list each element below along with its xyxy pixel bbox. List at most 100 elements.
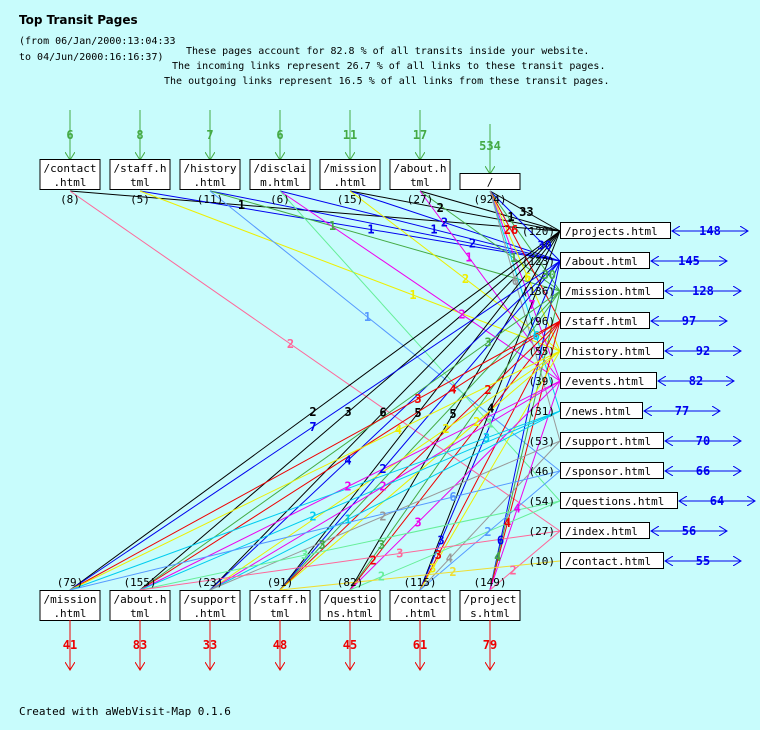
entry-page-node[interactable]: /534(924) [459, 124, 521, 206]
exit-page-node[interactable]: /mission.html(79)41 [39, 576, 101, 670]
transit-page-node[interactable]: /index.html(27)56 [529, 522, 728, 539]
page-box[interactable] [39, 159, 101, 190]
transit-page-node[interactable]: /events.html(39)82 [529, 372, 735, 389]
page-box[interactable] [560, 282, 664, 299]
page-box[interactable] [389, 159, 451, 190]
edge-count-label: 3 [414, 392, 421, 406]
edge-count-label: 33 [519, 205, 533, 219]
outgoing-edge [489, 290, 561, 591]
transit-page-node[interactable]: /projects.html(120)148 [522, 222, 748, 239]
exit-page-node[interactable]: /contact.html(115)61 [389, 576, 451, 670]
page-name: m.html [260, 176, 300, 189]
page-name: s.html [470, 607, 510, 620]
visit-count: (91) [267, 576, 294, 589]
page-box[interactable] [109, 159, 171, 190]
transit-page-node[interactable]: /contact.html(10)55 [529, 552, 742, 569]
edge-count-label: 3 [344, 405, 351, 419]
page-box[interactable] [249, 159, 311, 190]
page-name: .html [193, 607, 226, 620]
page-name: /history [184, 162, 237, 175]
edge-count-label: 4 [395, 423, 402, 437]
incoming-count: 6 [276, 128, 283, 142]
exit-page-node[interactable]: /support.html(23)33 [179, 576, 241, 670]
page-box[interactable] [560, 462, 664, 479]
page-name: .html [333, 176, 366, 189]
page-name: /staff.h [254, 593, 307, 606]
visit-count: (31) [529, 405, 556, 418]
exit-page-node[interactable]: /staff.html(91)48 [249, 576, 311, 670]
visit-count: (55) [529, 345, 556, 358]
visit-count: (96) [529, 315, 556, 328]
page-title: Top Transit Pages [19, 13, 138, 27]
transit-page-node[interactable]: /mission.html(136)128 [522, 282, 741, 299]
edge-count-label: 2 [442, 422, 449, 436]
page-box[interactable] [560, 372, 657, 389]
page-box[interactable] [319, 159, 381, 190]
page-name: /news.html [565, 405, 631, 418]
page-name: /contact [44, 162, 97, 175]
transit-page-node[interactable]: /news.html(31)77 [529, 402, 721, 419]
edge-count-label: 4 [504, 516, 511, 530]
transit-page-node[interactable]: /questions.html(54)64 [529, 492, 756, 509]
page-box[interactable] [560, 552, 664, 569]
transit-page-node[interactable]: /staff.html(96)97 [529, 312, 728, 329]
outgoing-edge [279, 260, 561, 591]
exit-page-node[interactable]: /projects.html(149)79 [459, 576, 521, 670]
page-box[interactable] [179, 159, 241, 190]
outgoing-edge [209, 440, 561, 591]
visit-count: (39) [529, 375, 556, 388]
page-name: /contact.html [565, 555, 651, 568]
transit-page-node[interactable]: /support.html(53)70 [529, 432, 742, 449]
incoming-edge [489, 190, 561, 232]
exit-page-node[interactable]: /about.html(155)83 [109, 576, 171, 670]
incoming-edge [489, 190, 561, 412]
edge-count-label: 6 [497, 534, 504, 548]
incoming-edge [209, 190, 561, 472]
page-name: /contact [394, 593, 447, 606]
incoming-count: 534 [479, 139, 501, 153]
transit-page-node[interactable]: /history.html(55)92 [529, 342, 742, 359]
edge-count-label: 1 [486, 417, 493, 431]
outgoing-edge [69, 260, 561, 591]
page-box[interactable] [560, 252, 650, 269]
transit-count: 128 [692, 284, 714, 298]
edge-count-label: 4 [494, 550, 501, 564]
page-box[interactable] [560, 222, 671, 239]
page-box[interactable] [179, 590, 241, 621]
visit-count: (23) [197, 576, 224, 589]
incoming-edge [139, 190, 561, 262]
visit-count: (120) [522, 225, 555, 238]
incoming-edge [419, 190, 561, 382]
outgoing-count: 48 [273, 638, 287, 652]
outgoing-edge [209, 410, 561, 591]
visit-count: (27) [529, 525, 556, 538]
page-name: /history.html [565, 345, 651, 358]
incoming-count: 8 [136, 128, 143, 142]
page-name: /events.html [565, 375, 644, 388]
page-name: .html [53, 176, 86, 189]
transit-page-node[interactable]: /about.html(123)145 [522, 252, 727, 269]
page-box[interactable] [560, 312, 650, 329]
page-box[interactable] [560, 492, 678, 509]
page-box[interactable] [560, 342, 664, 359]
edge-count-label: 2 [378, 570, 385, 584]
page-box[interactable] [560, 522, 650, 539]
page-name: /staff.html [565, 315, 638, 328]
exit-page-node[interactable]: /questions.html(82)45 [319, 576, 381, 670]
page-box[interactable] [560, 432, 664, 449]
transit-page-node[interactable]: /sponsor.html(46)66 [529, 462, 742, 479]
page-box[interactable] [560, 402, 643, 419]
edge-count-label: 4 [514, 501, 521, 515]
page-box[interactable] [459, 173, 521, 190]
outgoing-edge [279, 560, 561, 591]
page-box[interactable] [109, 590, 171, 621]
page-box[interactable] [249, 590, 311, 621]
page-box[interactable] [459, 590, 521, 621]
edge-count-label: 1 [329, 219, 336, 233]
